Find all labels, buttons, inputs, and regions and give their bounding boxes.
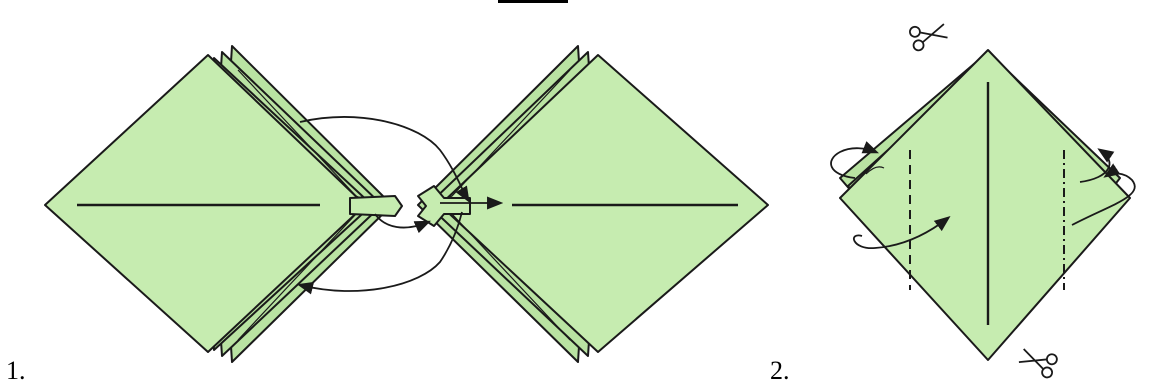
top-text-fragment xyxy=(498,0,568,3)
fig2-arrow-left-top xyxy=(830,141,880,179)
left-square xyxy=(44,54,366,353)
fig2-square xyxy=(839,49,1131,361)
figure-2-drawing xyxy=(830,23,1136,379)
figure-2: 2. xyxy=(770,0,1169,392)
figure-1-label: 1. xyxy=(6,356,26,385)
right-center-tab xyxy=(417,185,471,227)
figure-2-label: 2. xyxy=(770,356,790,385)
right-square xyxy=(439,54,769,353)
fig2-small-hook-left xyxy=(865,166,885,175)
fold-arrow-center-down xyxy=(374,213,431,234)
left-center-tab xyxy=(349,195,403,217)
scissors-icon-bottom xyxy=(1018,348,1058,379)
fig2-arrow-center xyxy=(852,216,951,249)
fold-arrow-bottom xyxy=(296,211,463,295)
fold-arrow-top xyxy=(299,116,470,203)
scissors-icon-top xyxy=(909,23,948,52)
figure-1: 1. xyxy=(6,45,769,385)
fig2-arrow-right-mid xyxy=(1071,163,1136,226)
figure-1-drawing xyxy=(44,45,769,363)
